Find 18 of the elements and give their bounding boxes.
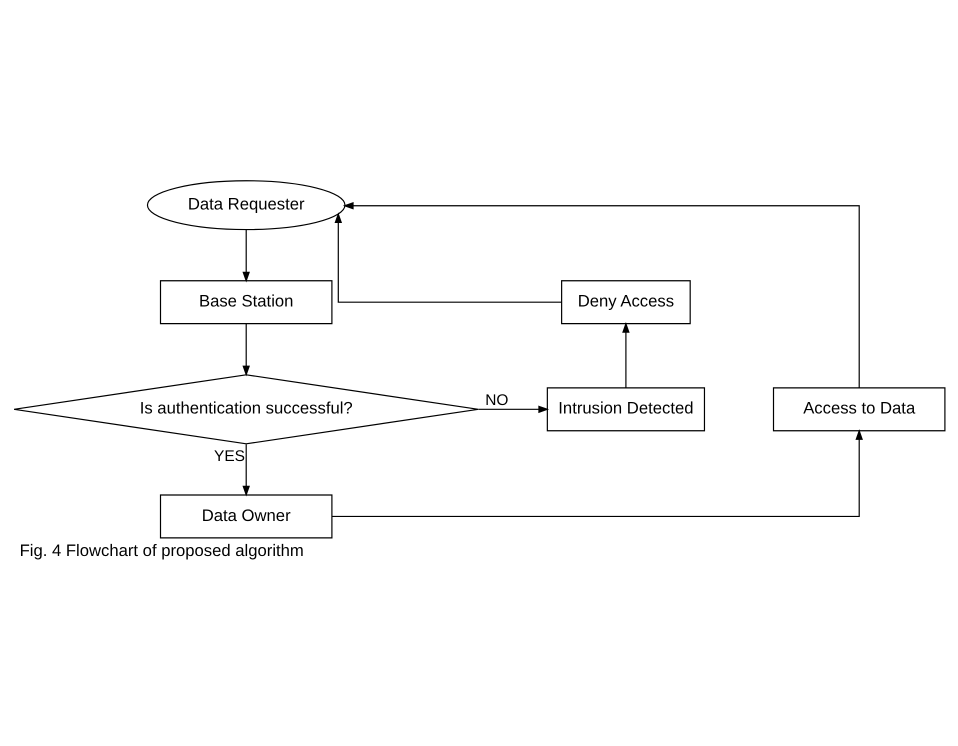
node-ellipse: Data Requester <box>146 180 346 230</box>
edge-label: YES <box>214 448 245 466</box>
node-box: Base Station <box>159 280 332 324</box>
node-box: Access to Data <box>772 387 945 432</box>
edge-label: NO <box>484 392 508 410</box>
arrow <box>332 429 862 518</box>
caption: Fig. 4 Flowchart of proposed algorithm <box>19 540 304 560</box>
arrow <box>334 212 561 303</box>
arrow <box>342 202 860 388</box>
node-diamond: Is authentication successful? <box>13 374 478 444</box>
arrow <box>242 324 250 376</box>
arrow <box>622 322 630 388</box>
arrow <box>478 406 549 414</box>
node-box: Intrusion Detected <box>546 387 705 432</box>
node-box: Deny Access <box>560 280 690 324</box>
arrow <box>242 230 250 282</box>
node-box: Data Owner <box>159 494 332 538</box>
arrow <box>242 444 250 497</box>
